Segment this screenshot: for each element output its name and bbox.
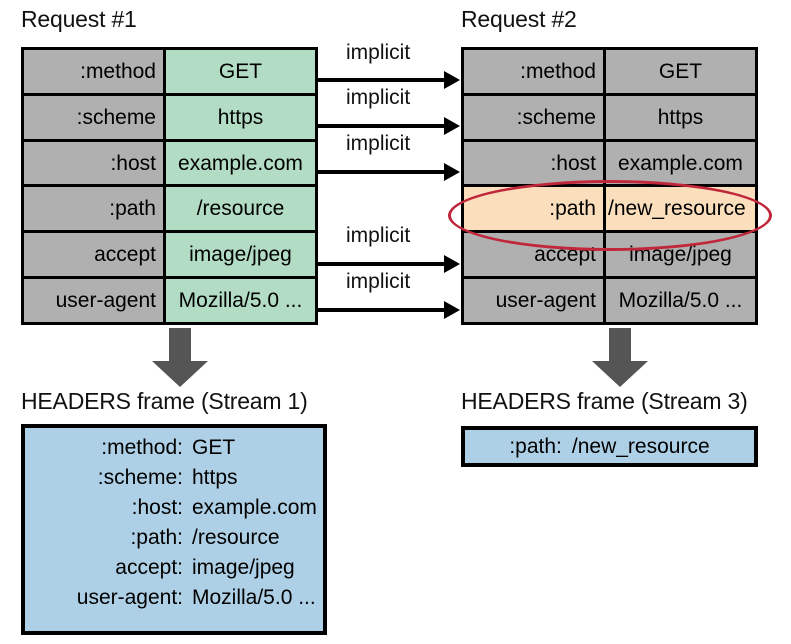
table-row: accept image/jpeg [24,233,315,277]
implicit-label: implicit [346,41,411,64]
header-name-cell: :scheme [464,95,603,139]
implicit-label: implicit [346,270,411,293]
request-1-title: Request #1 [21,6,137,32]
table-row: user-agent Mozilla/5.0 ... [24,279,315,322]
header-key: :host: [131,496,183,519]
table-row-highlighted-path: :path /new_resource [464,187,755,231]
header-name-cell: user-agent [464,279,603,322]
header-key: accept: [115,556,183,579]
implicit-arrow-group: implicit implicit implicit implicit impl… [318,0,463,340]
header-value-cell: /new_resource [606,187,755,231]
arrow-head-icon [592,361,648,387]
header-name-cell: :host [464,141,603,185]
table-row: :method GET [24,50,315,93]
header-list: :method: GET :scheme: https :host: examp… [25,428,323,608]
header-value-cell: https [606,95,755,139]
header-name-cell: :method [24,50,163,93]
arrow-head-icon [444,301,460,319]
header-value-cell: example.com [606,141,755,185]
list-item: user-agent: Mozilla/5.0 ... [25,587,323,608]
header-value: Mozilla/5.0 ... [192,586,316,609]
down-arrow-stream-3-icon [592,328,648,390]
header-name-cell: :scheme [24,95,163,139]
list-item: :method: GET [25,437,323,458]
header-name-cell: :host [24,141,163,185]
header-key: :path: [509,435,562,458]
header-value-cell: https [166,95,315,139]
header-name-cell: user-agent [24,279,163,322]
header-name-cell: accept [464,233,603,277]
header-key: :method: [101,436,183,459]
headers-frame-2-title: HEADERS frame (Stream 3) [461,388,748,414]
implicit-arrow-line-5 [318,308,446,312]
list-item: :path: /new_resource [509,436,709,457]
header-value-cell: Mozilla/5.0 ... [166,279,315,322]
header-value-cell: GET [606,50,755,93]
header-value-cell: Mozilla/5.0 ... [606,279,755,322]
table-row: :method GET [464,50,755,93]
headers-frame-1-box: :method: GET :scheme: https :host: examp… [21,424,327,635]
header-value-cell: image/jpeg [166,233,315,277]
table-row: user-agent Mozilla/5.0 ... [464,279,755,322]
list-item: accept: image/jpeg [25,557,323,578]
down-arrow-stream-1-icon [152,328,208,390]
arrow-shaft [609,328,631,364]
header-name-cell: :method [464,50,603,93]
list-item: :path: /resource [25,527,323,548]
header-name-cell: :path [24,187,163,231]
header-name-cell: :path [464,187,603,231]
header-name-cell: accept [24,233,163,277]
header-value-cell: image/jpeg [606,233,755,277]
header-key: :path: [130,526,183,549]
header-value: GET [192,436,236,459]
header-value-cell: GET [166,50,315,93]
header-value: /new_resource [571,435,710,458]
arrow-head-icon [444,163,460,181]
request-1-header-table: :method GET :scheme https :host example.… [21,47,318,325]
header-key: :scheme: [97,466,183,489]
header-value: https [192,466,238,489]
arrow-head-icon [444,117,460,135]
arrow-head-icon [152,361,208,387]
header-value-cell: example.com [166,141,315,185]
implicit-label: implicit [346,86,411,109]
implicit-arrow-line-2 [318,124,446,128]
implicit-arrow-line-4 [318,262,446,266]
arrow-head-icon [444,71,460,89]
header-value: image/jpeg [192,556,295,579]
arrow-shaft [169,328,191,364]
header-value: /resource [192,526,280,549]
table-row: :scheme https [24,95,315,139]
table-row: :path /resource [24,187,315,231]
request-2-title: Request #2 [461,6,577,32]
implicit-arrow-line-3 [318,170,446,174]
list-item: :host: example.com [25,497,323,518]
arrow-head-icon [444,255,460,273]
headers-frame-2-box: :path: /new_resource [461,426,758,467]
implicit-label: implicit [346,132,411,155]
table-row: :scheme https [464,95,755,139]
header-key: user-agent: [76,586,183,609]
header-value-cell: /resource [166,187,315,231]
headers-frame-1-title: HEADERS frame (Stream 1) [21,388,308,414]
header-list: :path: /new_resource [465,430,754,463]
table-row: :host example.com [464,141,755,185]
header-value: example.com [192,496,317,519]
table-row: accept image/jpeg [464,233,755,277]
table-row: :host example.com [24,141,315,185]
request-2-header-table: :method GET :scheme https :host example.… [461,47,758,325]
list-item: :scheme: https [25,467,323,488]
implicit-label: implicit [346,224,411,247]
implicit-arrow-line-1 [318,78,446,82]
